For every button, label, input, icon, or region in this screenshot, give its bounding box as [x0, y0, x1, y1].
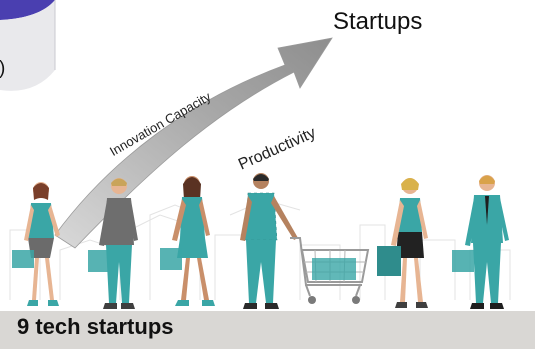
figure-man-sweater-bag: [88, 178, 138, 309]
figure-man-blazer-bag: [452, 175, 509, 309]
figure-woman-dress-bag: [12, 182, 60, 306]
partial-label-paren: ): [0, 58, 5, 80]
shopping-cart-icon: [290, 237, 370, 304]
figure-woman-blonde-skirt-bag: [377, 178, 428, 308]
top-left-cylinder-shape: [0, 0, 56, 91]
figure-woman-dark-hair-bag: [160, 176, 215, 306]
footer-caption: 9 tech startups: [17, 314, 174, 339]
startups-label: Startups: [333, 8, 423, 35]
footer-bar: [0, 311, 535, 349]
figure-man-with-shopping-cart: [240, 173, 370, 309]
